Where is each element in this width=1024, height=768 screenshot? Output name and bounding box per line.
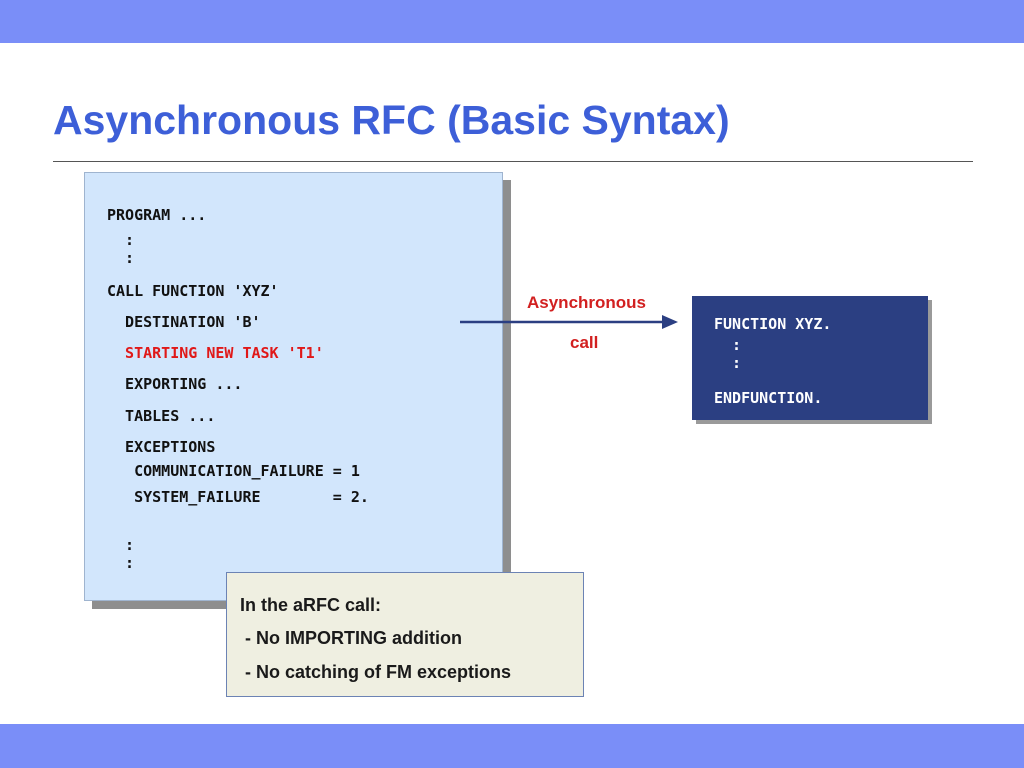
- remote-function-code-box: FUNCTION XYZ. : : ENDFUNCTION.: [692, 296, 928, 420]
- code-line-ellipsis: :: [107, 554, 135, 572]
- code-line-starting-new-task: STARTING NEW TASK 'T1': [107, 344, 324, 362]
- code-line-ellipsis: :: [107, 536, 135, 554]
- code-line-exporting: EXPORTING ...: [107, 375, 243, 393]
- note-heading: In the aRFC call:: [240, 595, 382, 615]
- code-line-communication-failure: COMMUNICATION_FAILURE = 1: [107, 462, 360, 480]
- arfc-note-box: In the aRFC call: - No IMPORTING additio…: [226, 572, 584, 697]
- code-line-system-failure: SYSTEM_FAILURE = 2.: [107, 488, 369, 506]
- function-line-header: FUNCTION XYZ.: [714, 315, 832, 333]
- function-line-ellipsis: :: [714, 336, 742, 354]
- code-line-tables: TABLES ...: [107, 407, 216, 425]
- code-line-program: PROGRAM ...: [107, 206, 207, 224]
- async-call-arrow: [460, 315, 678, 329]
- function-line-endfunction: ENDFUNCTION.: [714, 389, 823, 407]
- code-line-call-function: CALL FUNCTION 'XYZ': [107, 282, 279, 300]
- top-banner: [0, 0, 1024, 43]
- code-line-ellipsis: :: [107, 231, 135, 249]
- bottom-banner: [0, 724, 1024, 768]
- note-item-no-exception-catching: - No catching of FM exceptions: [240, 662, 512, 682]
- function-line-ellipsis: :: [714, 354, 742, 372]
- arrowhead-icon: [662, 315, 678, 329]
- code-line-exceptions: EXCEPTIONS: [107, 438, 216, 456]
- title-divider: [53, 161, 973, 162]
- calling-program-code-box: PROGRAM ... : : CALL FUNCTION 'XYZ' DEST…: [84, 172, 503, 601]
- code-line-ellipsis: :: [107, 249, 135, 267]
- code-line-destination: DESTINATION 'B': [107, 313, 261, 331]
- async-call-label-line1: Asynchronous: [527, 293, 647, 312]
- page-title: Asynchronous RFC (Basic Syntax): [53, 97, 730, 143]
- async-call-label-line2: call: [570, 333, 599, 352]
- note-item-no-importing: - No IMPORTING addition: [240, 628, 462, 648]
